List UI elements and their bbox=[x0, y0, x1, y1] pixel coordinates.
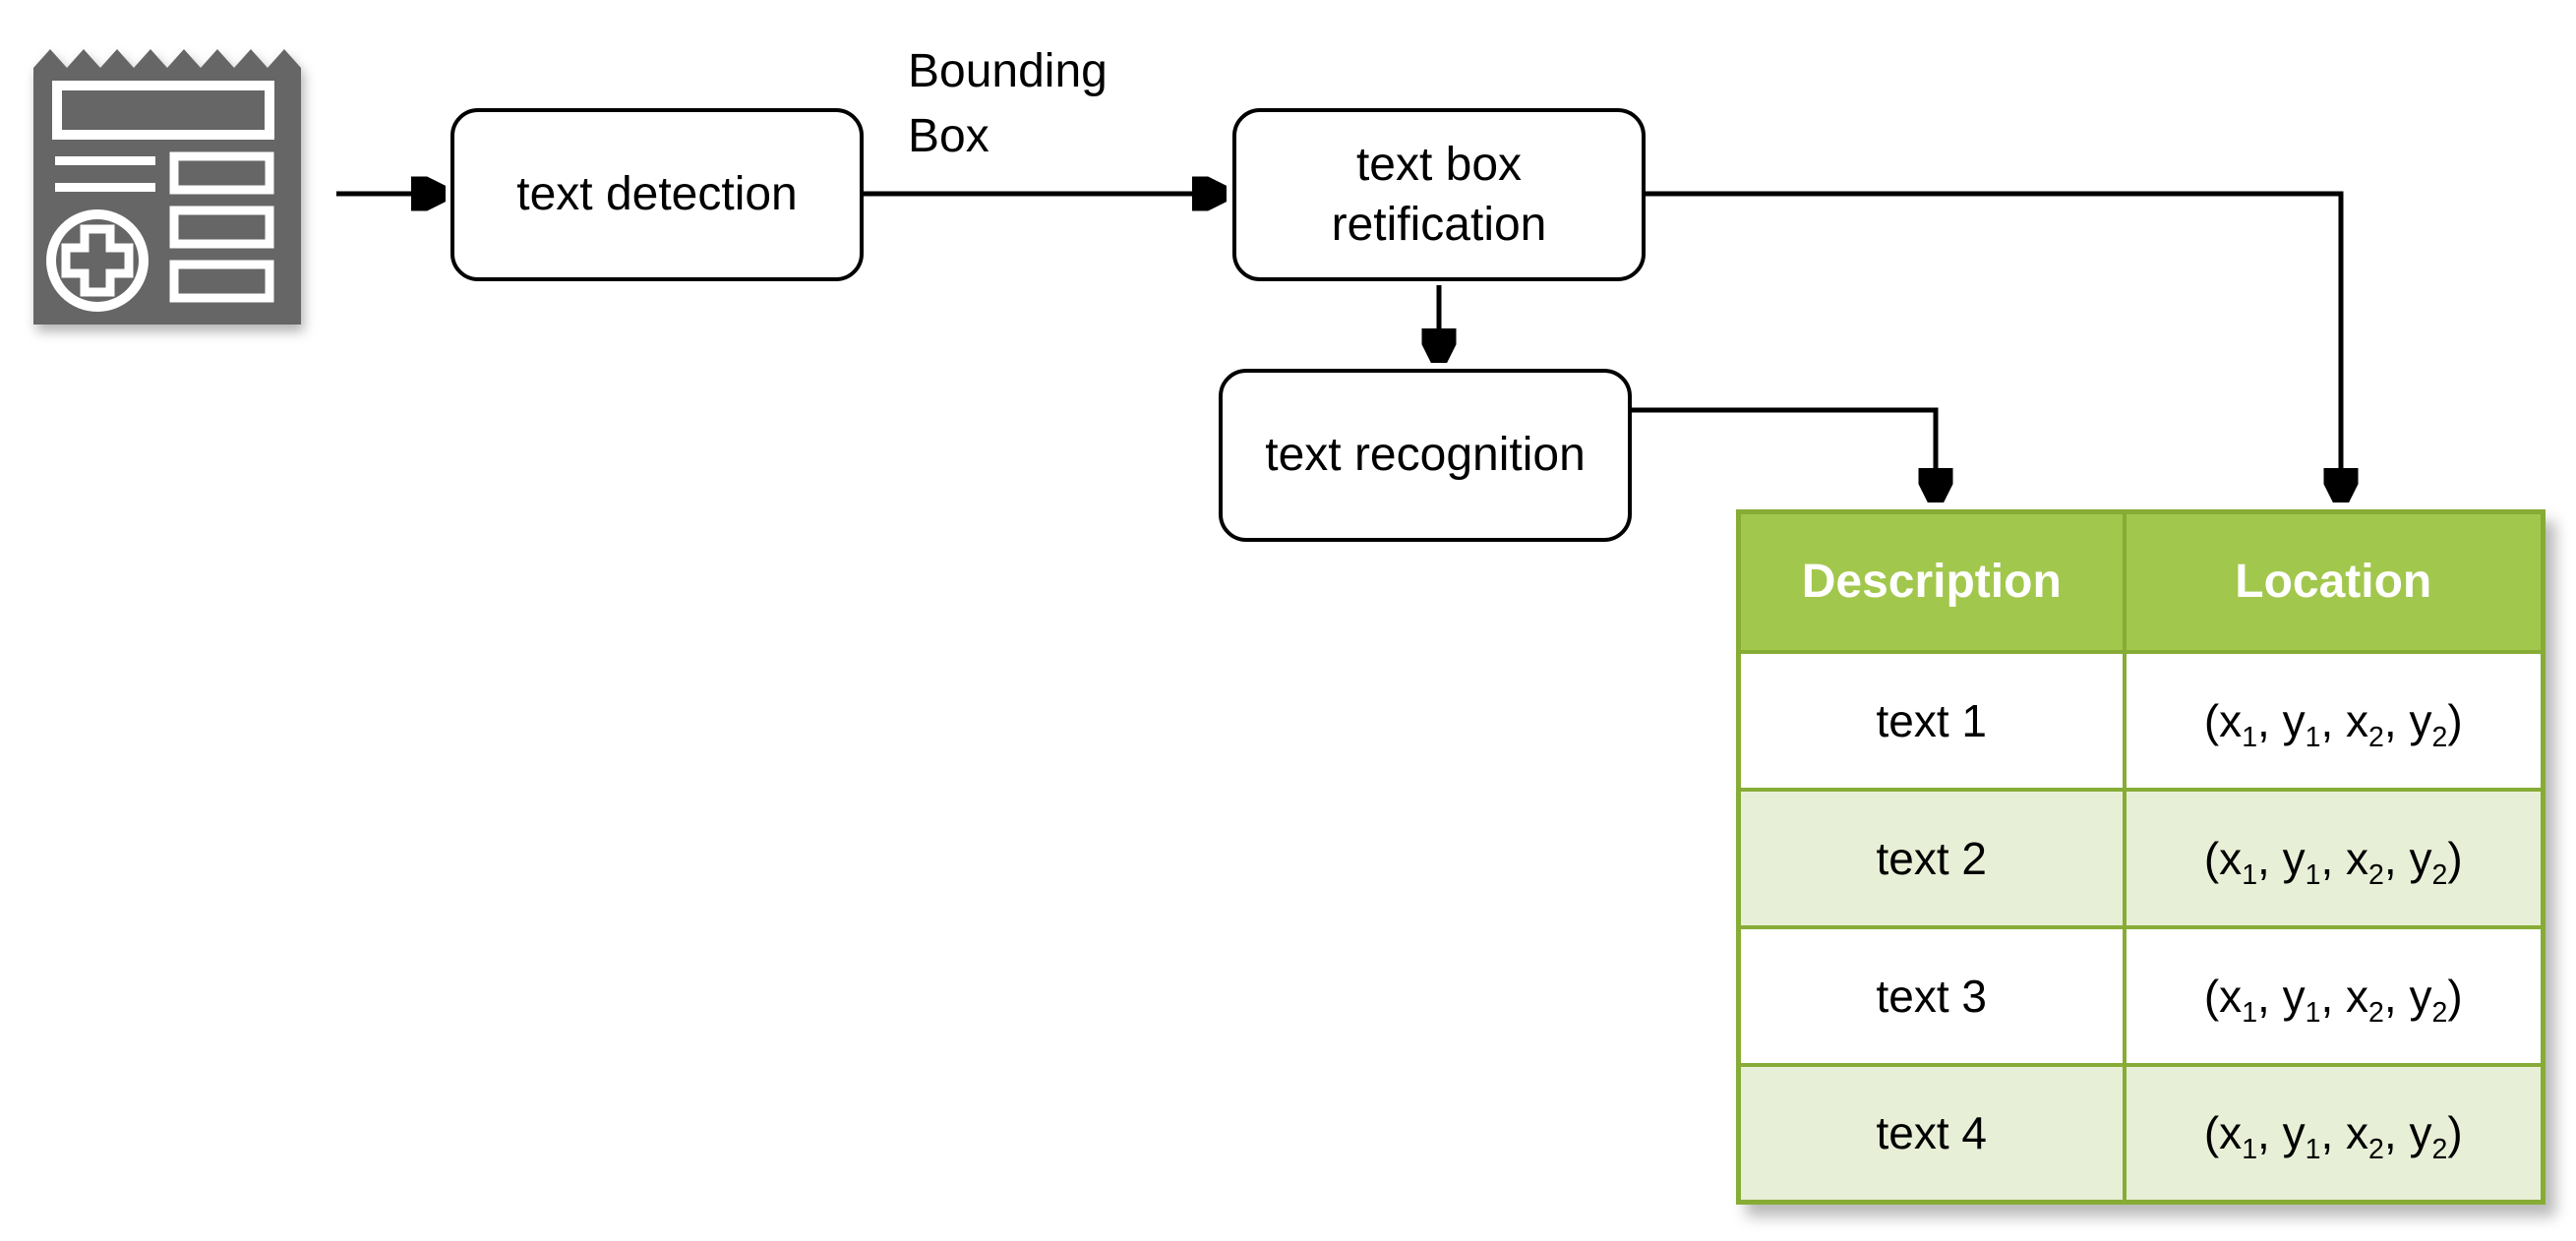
cell-description: text 2 bbox=[1736, 787, 2127, 929]
table-row: text 4 (x1, y1, x2, y2) bbox=[1736, 1062, 2546, 1205]
arrow-recognition-to-description-column bbox=[1632, 407, 1936, 500]
cell-location: (x1, y1, x2, y2) bbox=[2122, 1062, 2546, 1205]
table-row: text 1 (x1, y1, x2, y2) bbox=[1736, 649, 2546, 792]
edge-label-line2: Box bbox=[908, 110, 989, 162]
receipt-field-3 bbox=[169, 260, 274, 303]
header-location: Location bbox=[2122, 509, 2546, 654]
edge-label-line1: Bounding bbox=[908, 45, 1108, 97]
receipt-title-block bbox=[52, 81, 274, 140]
results-table-body: text 1 (x1, y1, x2, y2) text 2 (x1, y1, … bbox=[1736, 649, 2546, 1205]
node-text-recognition: text recognition bbox=[1219, 369, 1632, 542]
receipt-field-1 bbox=[169, 151, 274, 195]
results-table-header: Description Location bbox=[1736, 509, 2546, 654]
receipt-field-2 bbox=[169, 206, 274, 249]
receipt-document-icon bbox=[33, 49, 301, 325]
receipt-stamp-circle bbox=[46, 209, 149, 312]
node-text-box-retification-label-line2: retification bbox=[1331, 199, 1547, 251]
cell-location: (x1, y1, x2, y2) bbox=[2122, 787, 2546, 929]
cell-description: text 3 bbox=[1736, 924, 2127, 1067]
cell-location: (x1, y1, x2, y2) bbox=[2122, 924, 2546, 1067]
results-table: Description Location text 1 (x1, y1, x2,… bbox=[1736, 509, 2546, 1205]
header-description: Description bbox=[1736, 509, 2127, 654]
cell-description: text 4 bbox=[1736, 1062, 2127, 1205]
node-text-recognition-label: text recognition bbox=[1265, 429, 1586, 482]
arrow-retification-to-location-column bbox=[1646, 191, 2341, 500]
receipt-text-line-1 bbox=[55, 156, 155, 165]
receipt-stamp-cross bbox=[61, 224, 134, 297]
results-table-header-row: Description Location bbox=[1736, 509, 2546, 654]
node-text-box-retification-label-line1: text box bbox=[1355, 138, 1523, 191]
node-text-box-retification: text box retification bbox=[1232, 108, 1646, 281]
node-text-detection-label: text detection bbox=[516, 168, 798, 221]
node-text-detection: text detection bbox=[450, 108, 864, 281]
receipt-text-line-2 bbox=[55, 183, 155, 192]
edge-label-bounding-box: Bounding Box bbox=[908, 39, 1108, 169]
table-row: text 2 (x1, y1, x2, y2) bbox=[1736, 787, 2546, 929]
cell-description: text 1 bbox=[1736, 649, 2127, 792]
table-row: text 3 (x1, y1, x2, y2) bbox=[1736, 924, 2546, 1067]
cell-location: (x1, y1, x2, y2) bbox=[2122, 649, 2546, 792]
